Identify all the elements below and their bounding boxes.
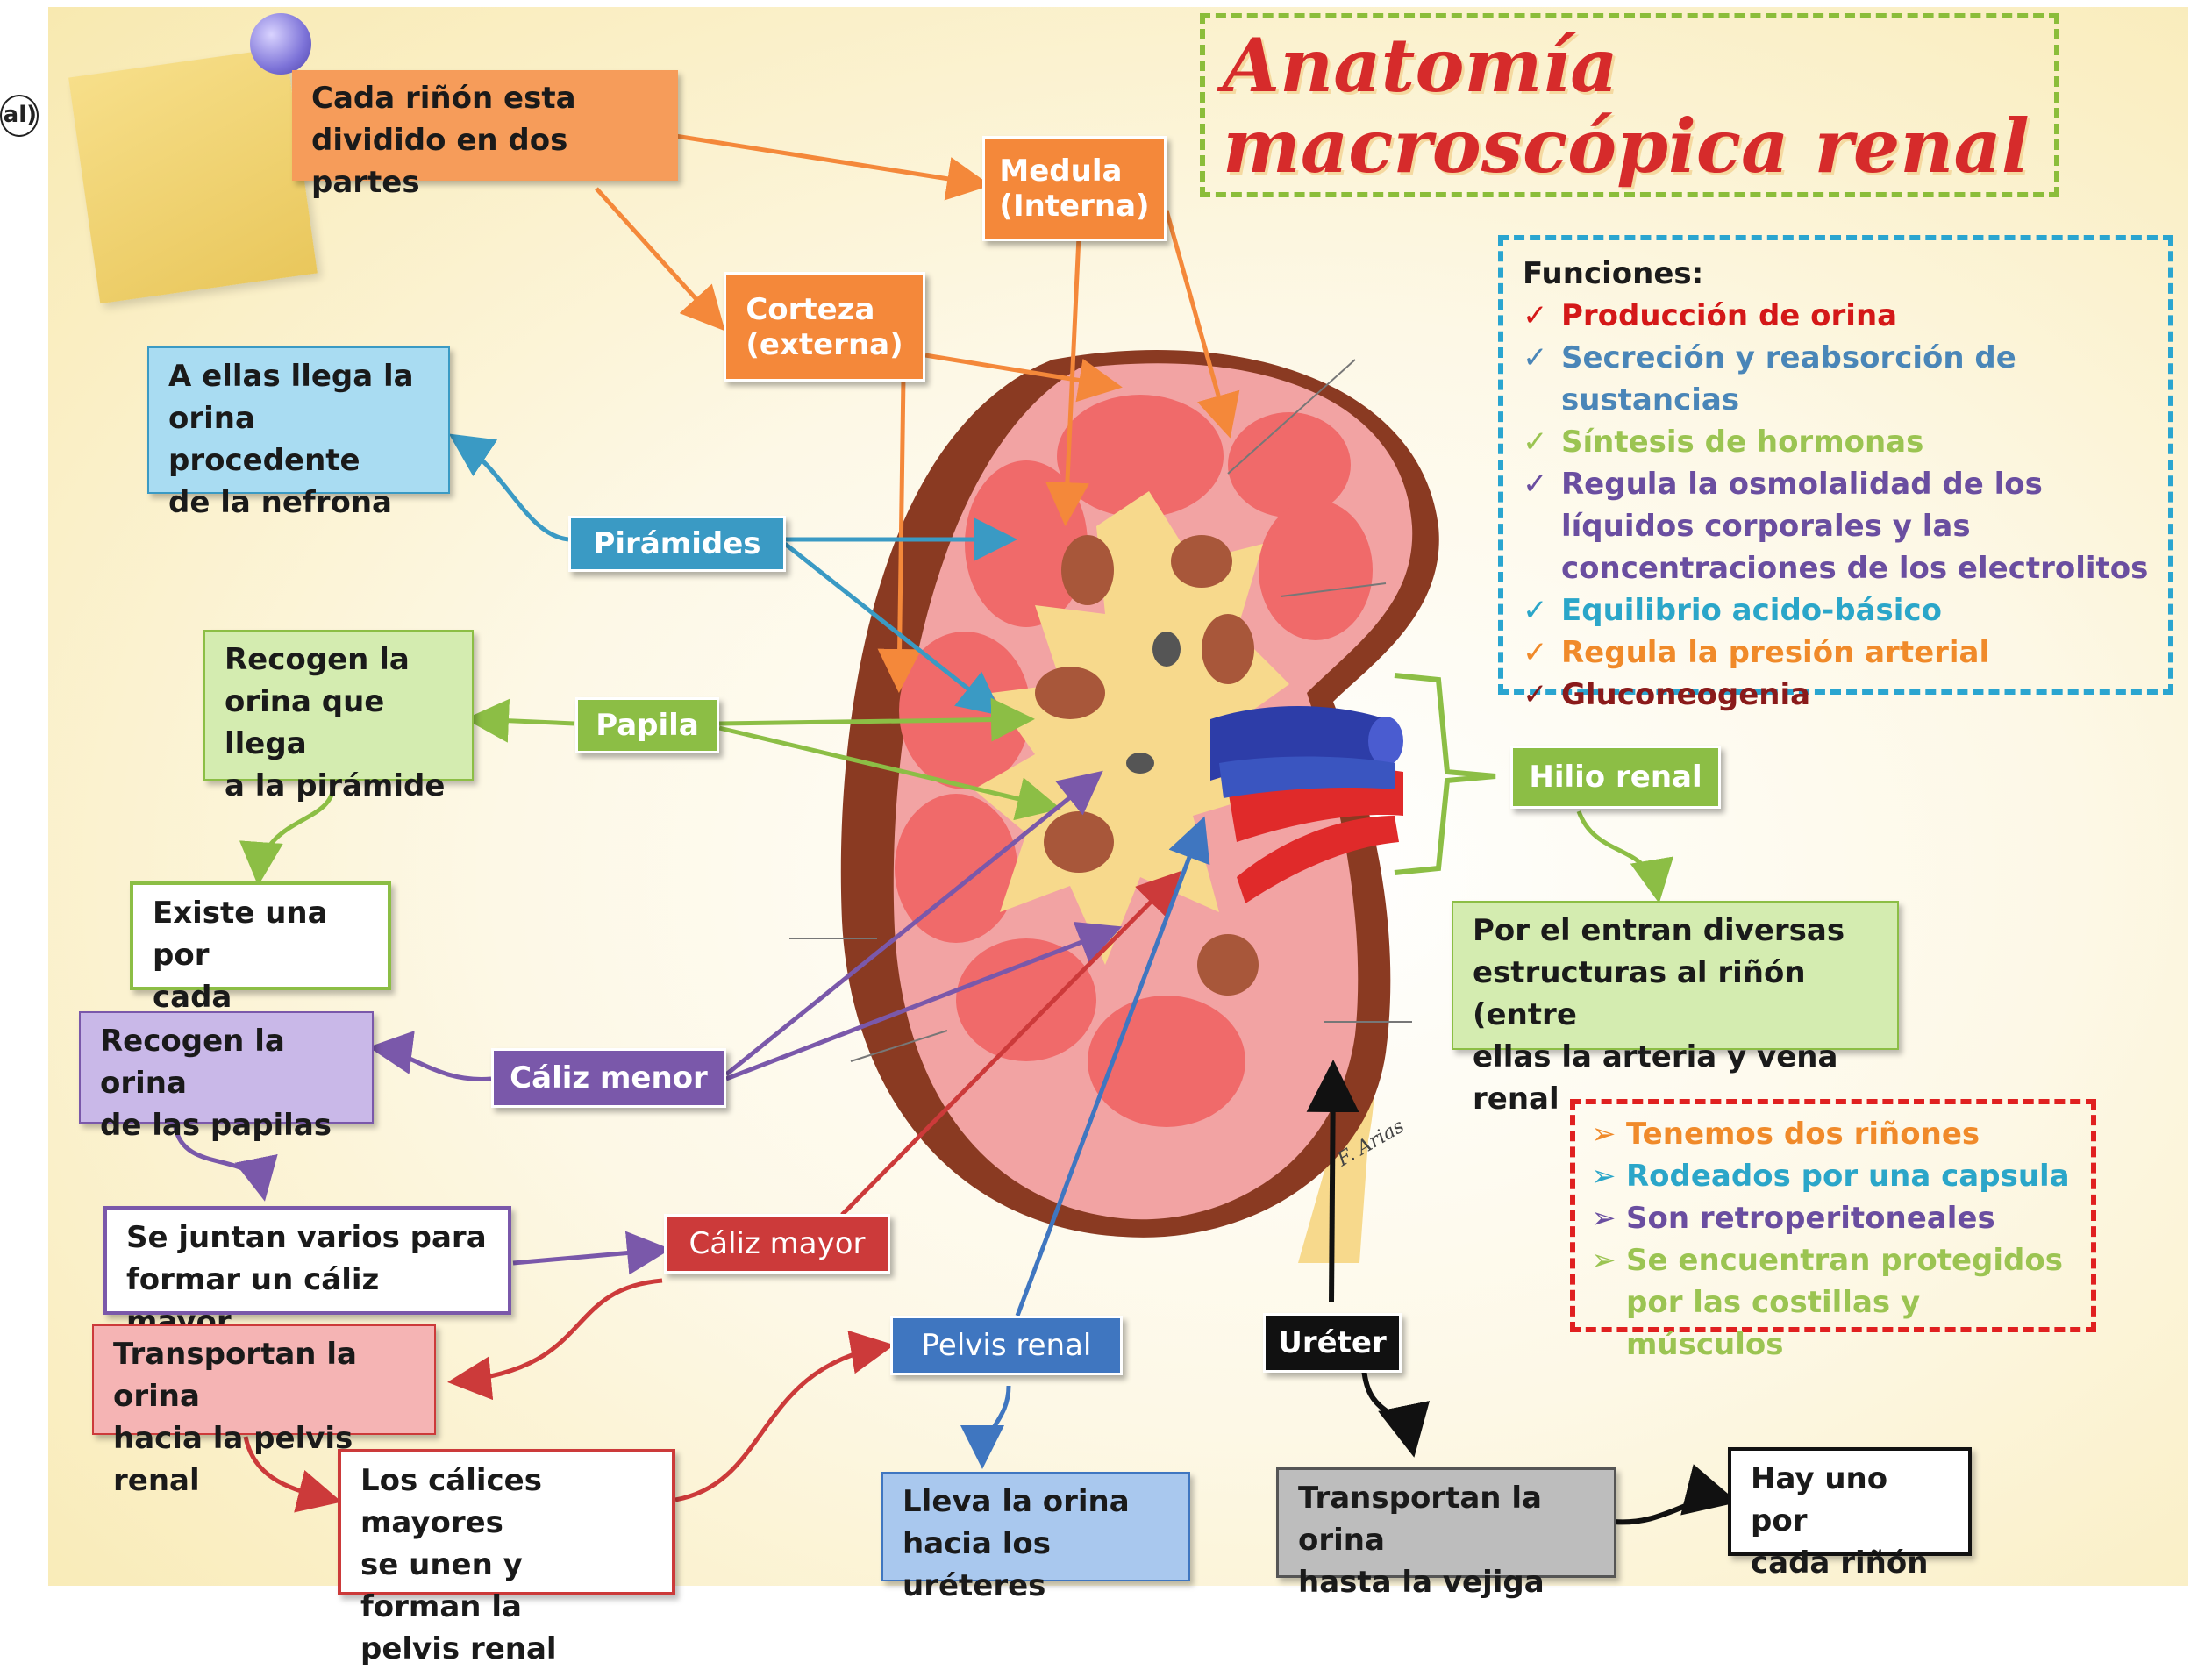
callout-calices-mayores: Los cálices mayores se unen y forman la … — [338, 1449, 675, 1595]
title-line-1: Anatomía — [1223, 25, 2037, 106]
label-caliz-menor: Cáliz menor — [491, 1048, 726, 1108]
check-icon: ✓ — [1523, 295, 1548, 337]
minor-calyx — [1171, 535, 1232, 588]
label-papila: Papila — [575, 697, 719, 753]
minor-calyx — [1197, 934, 1259, 996]
callout-hay-uno: Hay uno por cada riñón — [1728, 1447, 1972, 1556]
arrow-caliz-menor-to-box — [377, 1048, 491, 1079]
label-piramides: Pirámides — [568, 516, 786, 572]
chevron-right-icon: ➢ — [1591, 1113, 1616, 1155]
chevron-right-icon: ➢ — [1591, 1155, 1616, 1197]
callout-por-el-entran: Por el entran diversas estructuras al ri… — [1452, 901, 1899, 1050]
renal-papilla-dot — [1126, 753, 1154, 774]
function-item: ✓Secreción y reabsorción de sustancias — [1523, 337, 2149, 421]
arrow-papila-to-box — [474, 719, 574, 724]
function-item: ✓Producción de orina — [1523, 295, 2149, 337]
check-icon: ✓ — [1523, 337, 1548, 379]
callout-transportan-vejiga: Transportan la orina hasta la vejiga — [1276, 1467, 1616, 1578]
label-ureter: Uréter — [1263, 1313, 1402, 1373]
chevron-right-icon: ➢ — [1591, 1239, 1616, 1281]
fact-item: ➢Son retroperitoneales — [1591, 1197, 2075, 1239]
fact-item: ➢Tenemos dos riñones — [1591, 1113, 2075, 1155]
arrow-cada-to-corteza — [596, 189, 719, 325]
callout-se-juntan: Se juntan varios para formar un cáliz ma… — [103, 1206, 511, 1315]
label-hilio-renal: Hilio renal — [1510, 746, 1721, 809]
chevron-right-icon: ➢ — [1591, 1197, 1616, 1239]
minor-calyx — [1202, 614, 1254, 684]
fact-item: ➢Se encuentran protegidos por las costil… — [1591, 1239, 2075, 1366]
diagram-stage: al) — [0, 0, 2212, 1595]
pyramid — [1228, 412, 1351, 517]
facts-box: ➢Tenemos dos riñones ➢Rodeados por una c… — [1570, 1099, 2096, 1332]
callout-recogen-papilas: Recogen la orina de las papilas — [79, 1011, 374, 1124]
minor-calyx — [1035, 667, 1105, 719]
arrow-ureter-to-kidney — [1331, 1070, 1333, 1302]
arrow-transportan-to-hay — [1614, 1498, 1728, 1522]
function-item: ✓Regula la presión arterial — [1523, 632, 2149, 674]
function-item: ✓Equilibrio acido-básico — [1523, 589, 2149, 632]
arrow-ureter-to-transportan — [1364, 1368, 1412, 1447]
arrow-piramides-to-box — [456, 439, 568, 539]
label-medula: Medula (Interna) — [982, 136, 1167, 241]
functions-box: Funciones: ✓Producción de orina ✓Secreci… — [1498, 235, 2173, 695]
callout-lleva-orina: Lleva la orina hacia los uréteres — [881, 1472, 1190, 1581]
arrow-hilio-to-por — [1579, 811, 1658, 895]
check-icon: ✓ — [1523, 463, 1548, 505]
function-item: ✓Regula la osmolalidad de los líquidos c… — [1523, 463, 2149, 589]
functions-list: ✓Producción de orina ✓Secreción y reabso… — [1523, 295, 2149, 716]
arrow-cada-to-medula — [675, 136, 982, 184]
callout-transportan-pelvis: Transportan la orina hacia la pelvis ren… — [92, 1324, 436, 1435]
pyramid — [895, 794, 1017, 943]
functions-heading: Funciones: — [1523, 253, 2149, 295]
minor-calyx — [1061, 535, 1114, 605]
title-line-2: macroscópica renal — [1223, 106, 2037, 187]
label-caliz-mayor: Cáliz mayor — [664, 1214, 890, 1274]
arrow-pelvis-to-lleva — [982, 1386, 1009, 1460]
callout-a-ellas: A ellas llega la orina procedente de la … — [147, 346, 450, 494]
function-item: ✓Síntesis de hormonas — [1523, 421, 2149, 463]
check-icon: ✓ — [1523, 421, 1548, 463]
arrow-se-juntan-to-mayor — [513, 1250, 662, 1263]
pyramid — [956, 938, 1096, 1061]
renal-papilla-dot — [1152, 632, 1181, 667]
callout-existe-una: Existe una por cada pirámide — [130, 881, 391, 990]
function-item: ✓Gluconeogenia — [1523, 674, 2149, 716]
pyramid — [1259, 500, 1373, 640]
callout-cada-rinon: Cada riñón esta dividido en dos partes — [292, 70, 678, 181]
label-pelvis-renal: Pelvis renal — [890, 1316, 1123, 1375]
minor-calyx — [1044, 811, 1114, 873]
facts-list: ➢Tenemos dos riñones ➢Rodeados por una c… — [1591, 1113, 2075, 1366]
callout-recogen-piramide: Recogen la orina que llega a la pirámide — [203, 630, 474, 781]
label-corteza: Corteza (externa) — [724, 272, 925, 382]
arrow-calices-to-pelvis — [675, 1346, 886, 1500]
check-icon: ✓ — [1523, 589, 1548, 632]
title-box: Anatomía macroscópica renal — [1200, 13, 2059, 197]
hilio-bracket — [1395, 675, 1495, 873]
check-icon: ✓ — [1523, 632, 1548, 674]
fact-item: ➢Rodeados por una capsula — [1591, 1155, 2075, 1197]
check-icon: ✓ — [1523, 674, 1548, 716]
renal-vein-opening — [1368, 717, 1403, 766]
